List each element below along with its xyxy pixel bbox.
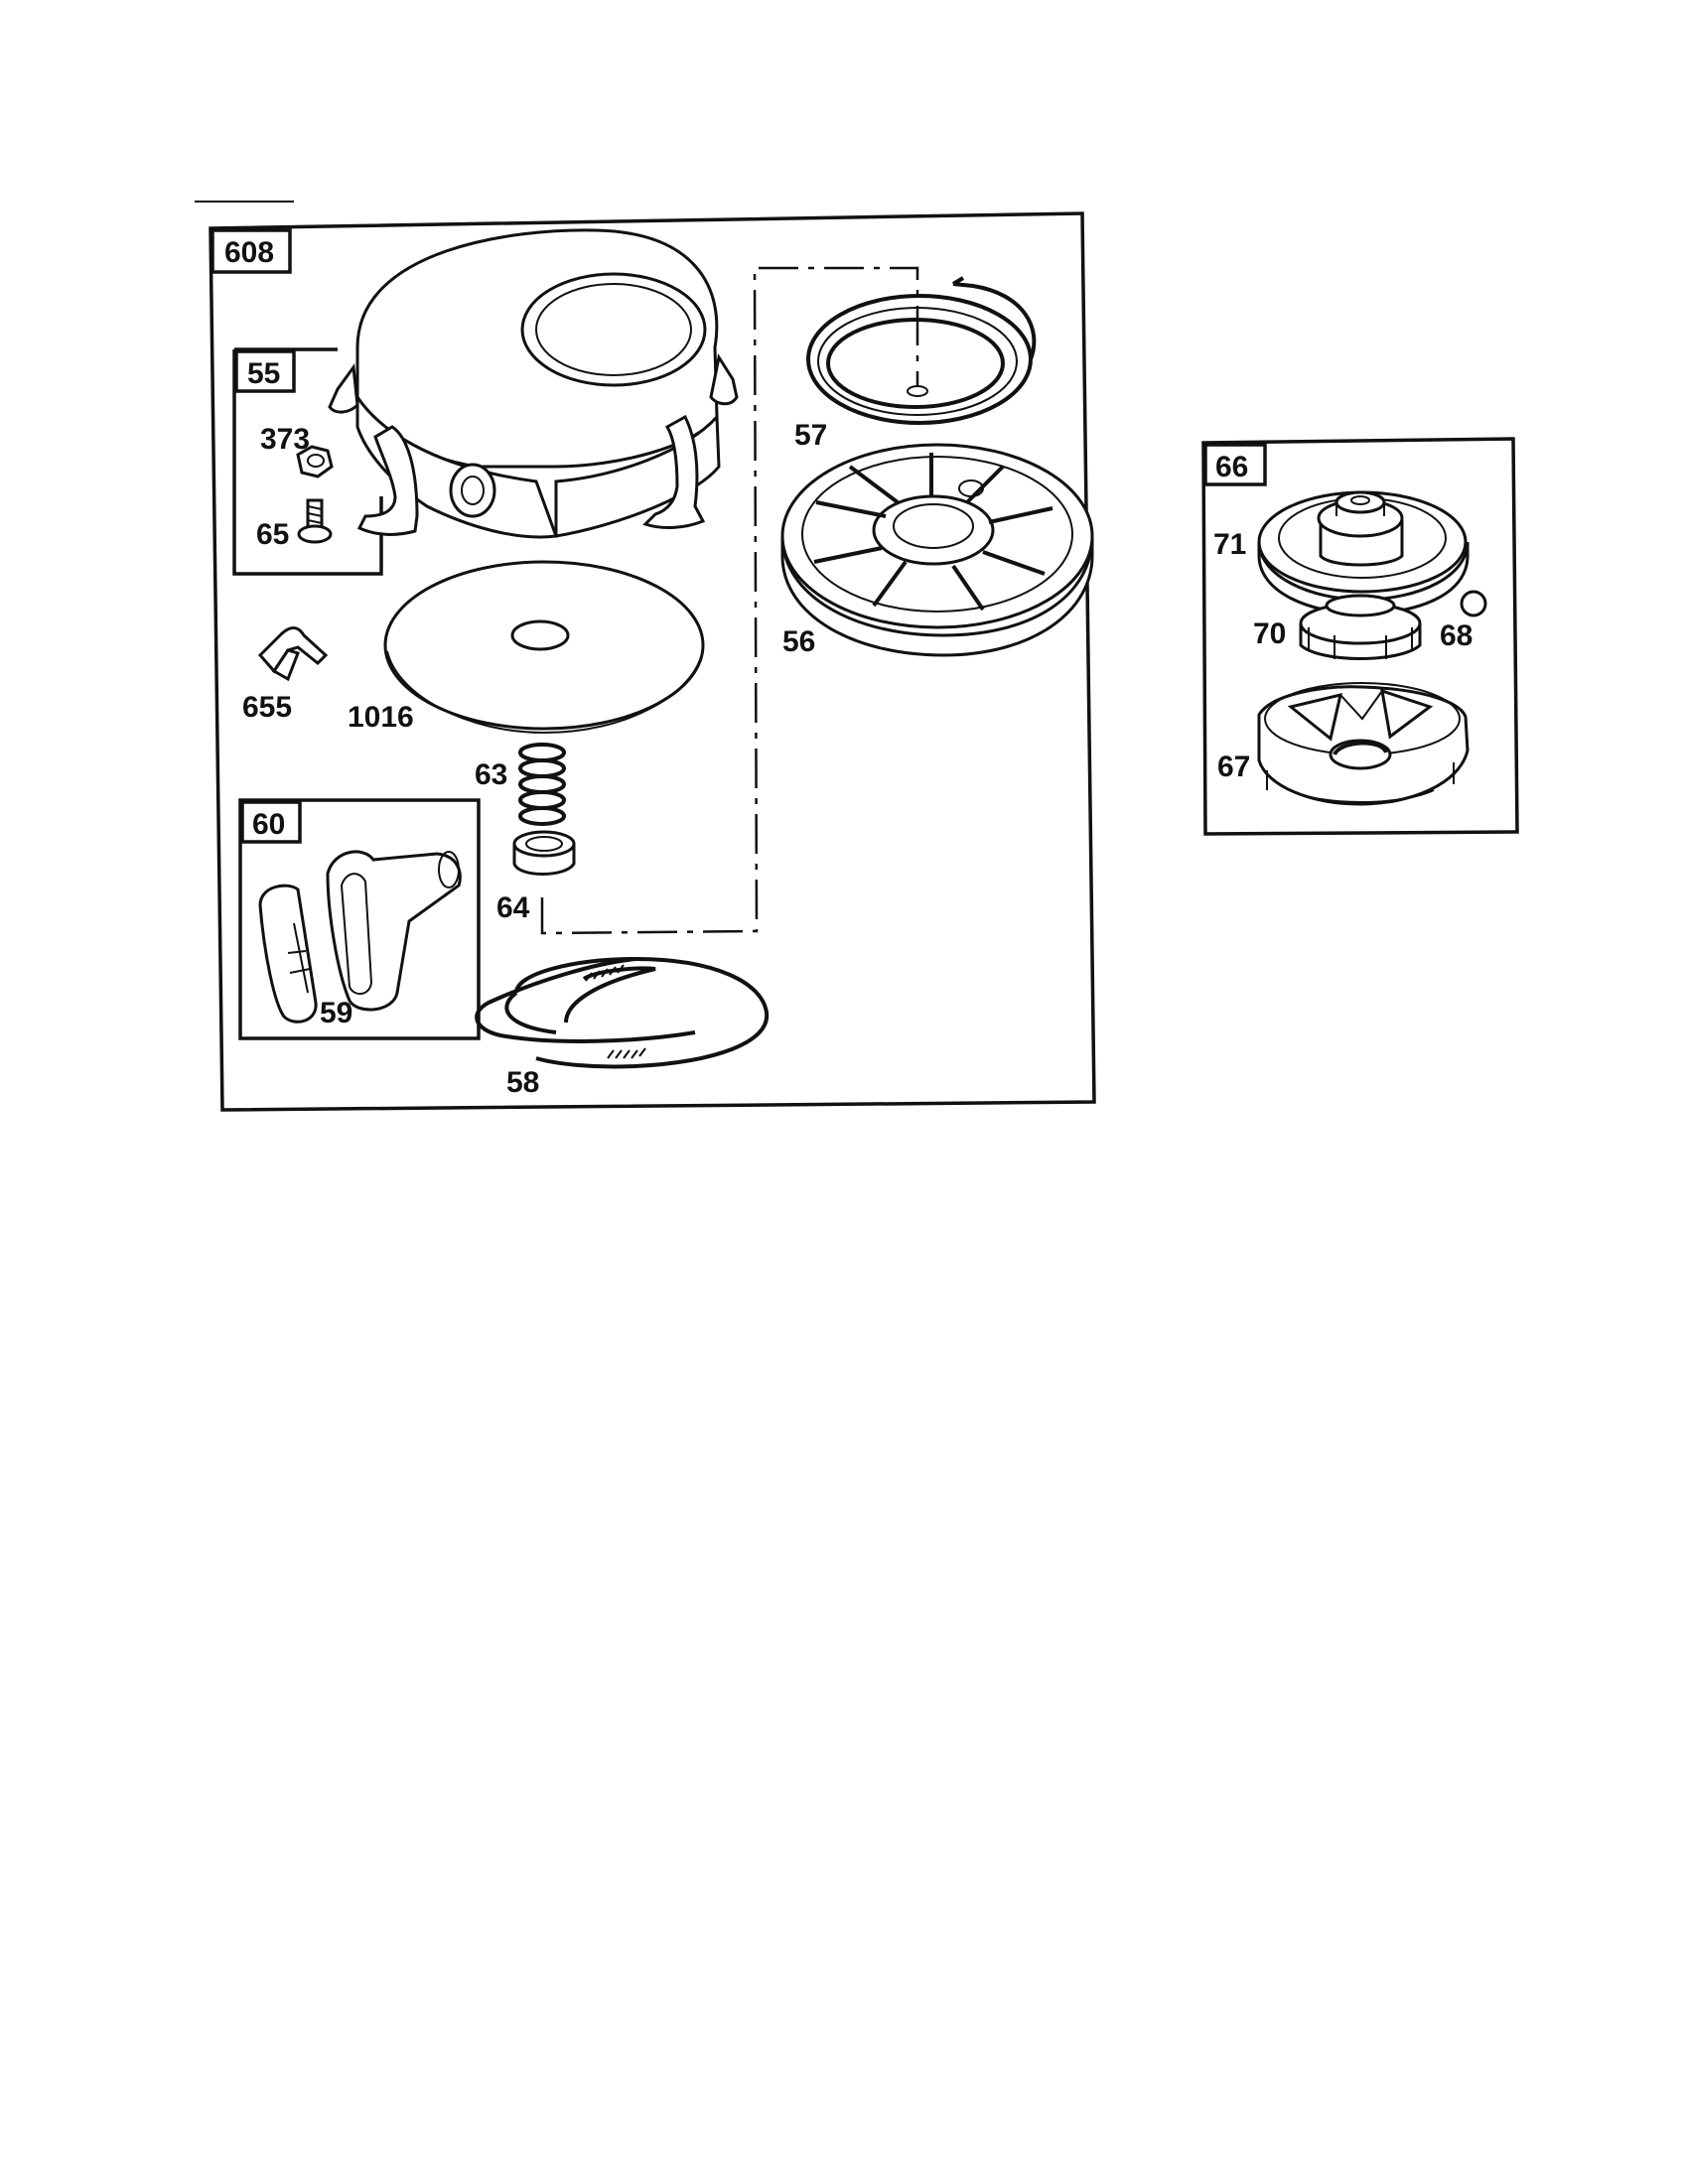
part-label-rope: 58: [506, 1066, 539, 1099]
part-label-screen: 1016: [348, 701, 414, 734]
part-label-bushing: 64: [496, 891, 530, 924]
nut-icon: [296, 445, 334, 478]
blower-housing-icon: [328, 228, 739, 539]
group-label-starter: 608: [224, 236, 274, 269]
part-label-screw: 65: [256, 518, 289, 551]
screw-icon: [297, 498, 333, 544]
ratchet-icon: [1299, 594, 1422, 660]
clip-icon: [257, 626, 329, 682]
part-label-clip: 655: [242, 691, 292, 724]
starter-assembly-frame: [209, 211, 1096, 1112]
rewind-spring-icon: [806, 276, 1037, 425]
retainer-icon: [1257, 682, 1470, 806]
starter-rope-icon: [475, 956, 770, 1069]
clutch-assembly-frame: 66: [1201, 437, 1519, 836]
part-label-rewind-spring: 57: [794, 419, 827, 452]
group-label-hardware: 55: [247, 357, 280, 390]
label-box-608: 608: [210, 228, 292, 274]
starter-handle-icon: [258, 850, 462, 1024]
part-label-clutch-housing: 71: [1213, 528, 1246, 561]
ball-icon: [1460, 590, 1487, 617]
part-label-retainer: 67: [1217, 751, 1250, 783]
group-label-handle: 60: [252, 808, 285, 841]
part-label-ratchet: 70: [1253, 617, 1286, 650]
group-label-clutch: 66: [1215, 451, 1248, 483]
part-label-ball: 68: [1440, 619, 1473, 652]
part-label-handle: 59: [320, 997, 352, 1029]
assembly-leader-line: [540, 266, 919, 935]
screen-disc-icon: [383, 560, 705, 735]
part-label-nut: 373: [260, 423, 310, 456]
pulley-icon: [780, 443, 1094, 657]
part-label-pulley: 56: [782, 625, 815, 658]
part-label-spring: 63: [475, 758, 507, 791]
handle-kit-frame: 60: [238, 798, 481, 1040]
bushing-icon: [512, 830, 576, 876]
spring-icon: [518, 743, 566, 826]
clutch-housing-icon: [1257, 490, 1470, 615]
